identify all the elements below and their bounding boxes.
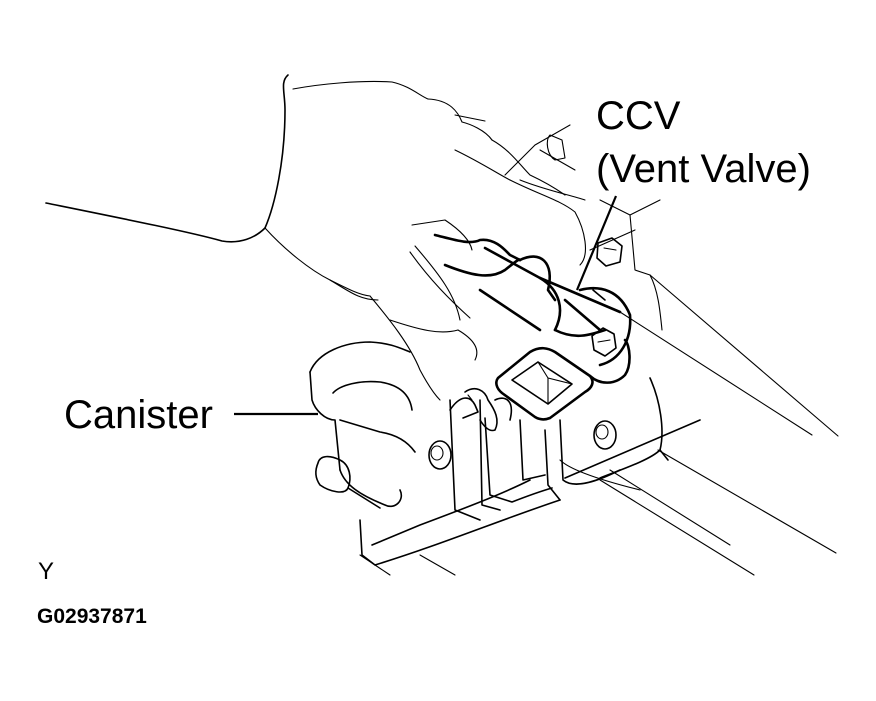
ccv-label-line2: (Vent Valve) [596, 147, 811, 191]
ccv-label: CCV (Vent Valve) [596, 96, 811, 189]
ccv-vent-valve [433, 233, 632, 421]
frame-rails [359, 311, 837, 576]
ccv-label-line1: CCV [596, 94, 681, 138]
hand-and-arm [45, 74, 586, 401]
mounting-bracket [504, 124, 839, 437]
canister-body [309, 341, 701, 566]
view-marker-label: Y [38, 558, 55, 585]
ccv-leader-line [575, 195, 618, 291]
canister-label: Canister [64, 393, 213, 437]
figure-code: G02937871 [37, 605, 147, 628]
